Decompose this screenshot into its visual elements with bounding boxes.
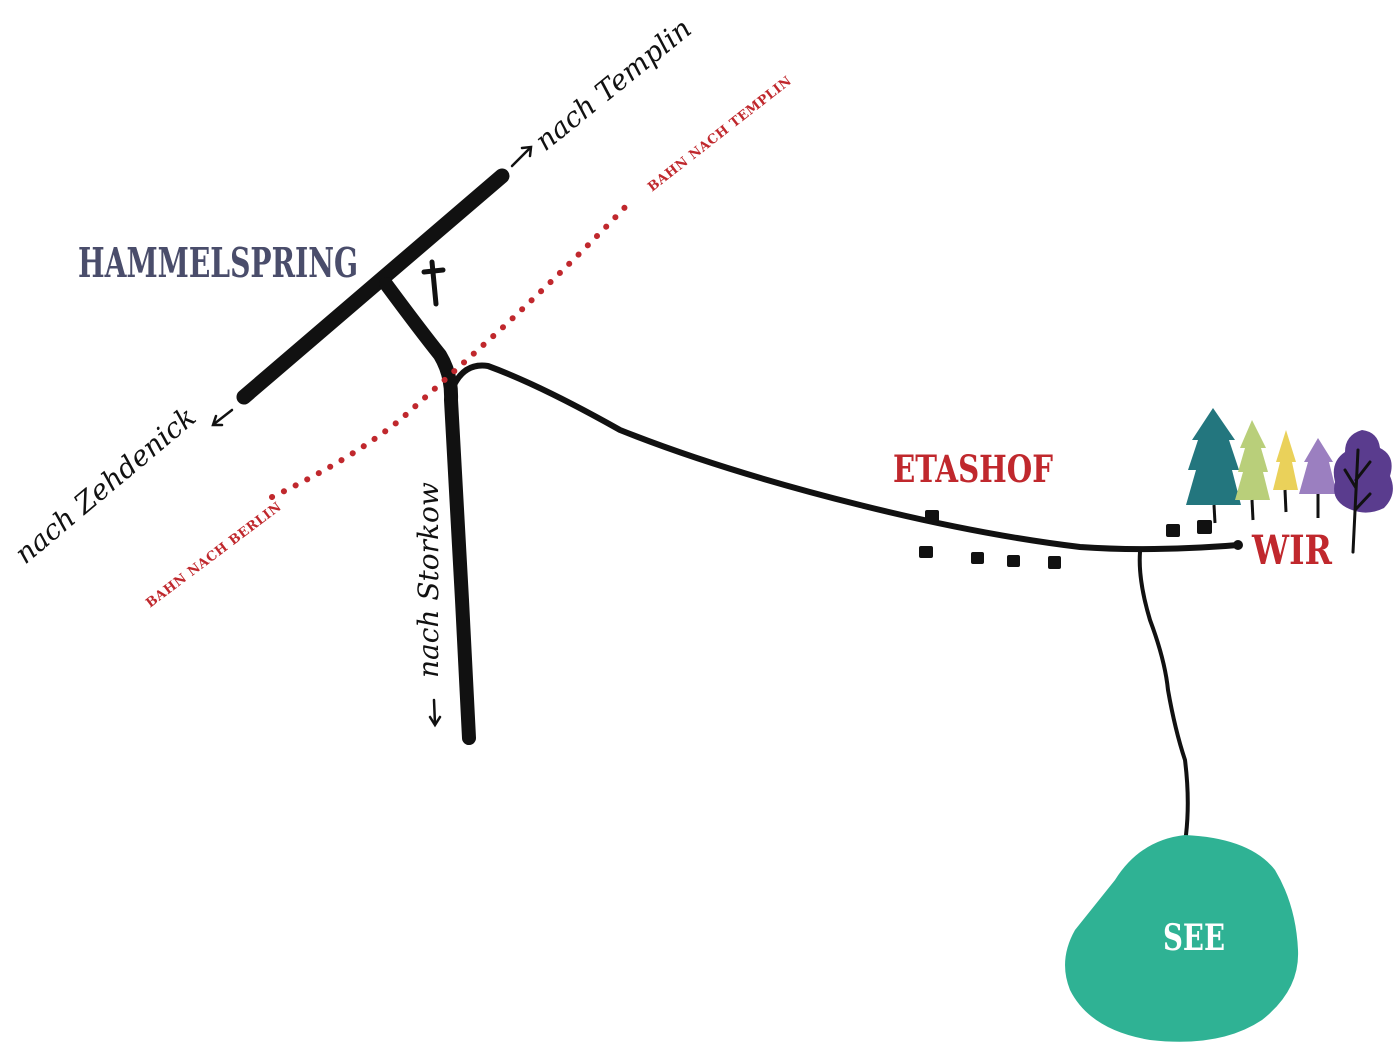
arrow-icon-zehdenick [211,408,234,427]
dir-label-zehdenick: nach Zehdenick [8,400,202,570]
road-etashof [448,362,1241,553]
tree-icon [1273,430,1298,513]
home-label: WIR [1251,527,1332,574]
house-icon [919,546,933,558]
tree-icon-group [1186,408,1393,554]
house-icon [1048,556,1061,569]
rail-label-south: BAHN NACH BERLIN [143,499,284,611]
lake-shape [1065,835,1299,1042]
tree-icon [1299,438,1337,518]
lake-label: SEE [1163,917,1225,959]
tree-icon [1333,430,1393,554]
rail-label-north: BAHN NACH TEMPLIN [645,74,795,196]
destination-dot [1233,540,1243,550]
arrow-icon-templin [510,145,533,168]
dir-label-storkow: nach Storkow [412,482,445,678]
tree-icon [1235,420,1270,521]
arrow-icon-storkow [428,698,442,728]
main-road-templin-zehdenick [236,168,510,405]
town-label: HAMMELSPRING [78,239,358,287]
house-icon [1197,520,1212,534]
house-icon [925,510,939,522]
house-icon [971,552,984,564]
village-label: ETASHOF [893,447,1053,491]
house-icon [1166,524,1180,537]
railway-line [269,199,633,500]
dir-label-templin: nach Templin [529,12,698,158]
tree-icon [1186,408,1241,524]
house-icon-group [919,510,1212,569]
cross-icon [421,259,446,307]
house-icon [1007,555,1020,567]
path-to-lake [1137,550,1190,837]
